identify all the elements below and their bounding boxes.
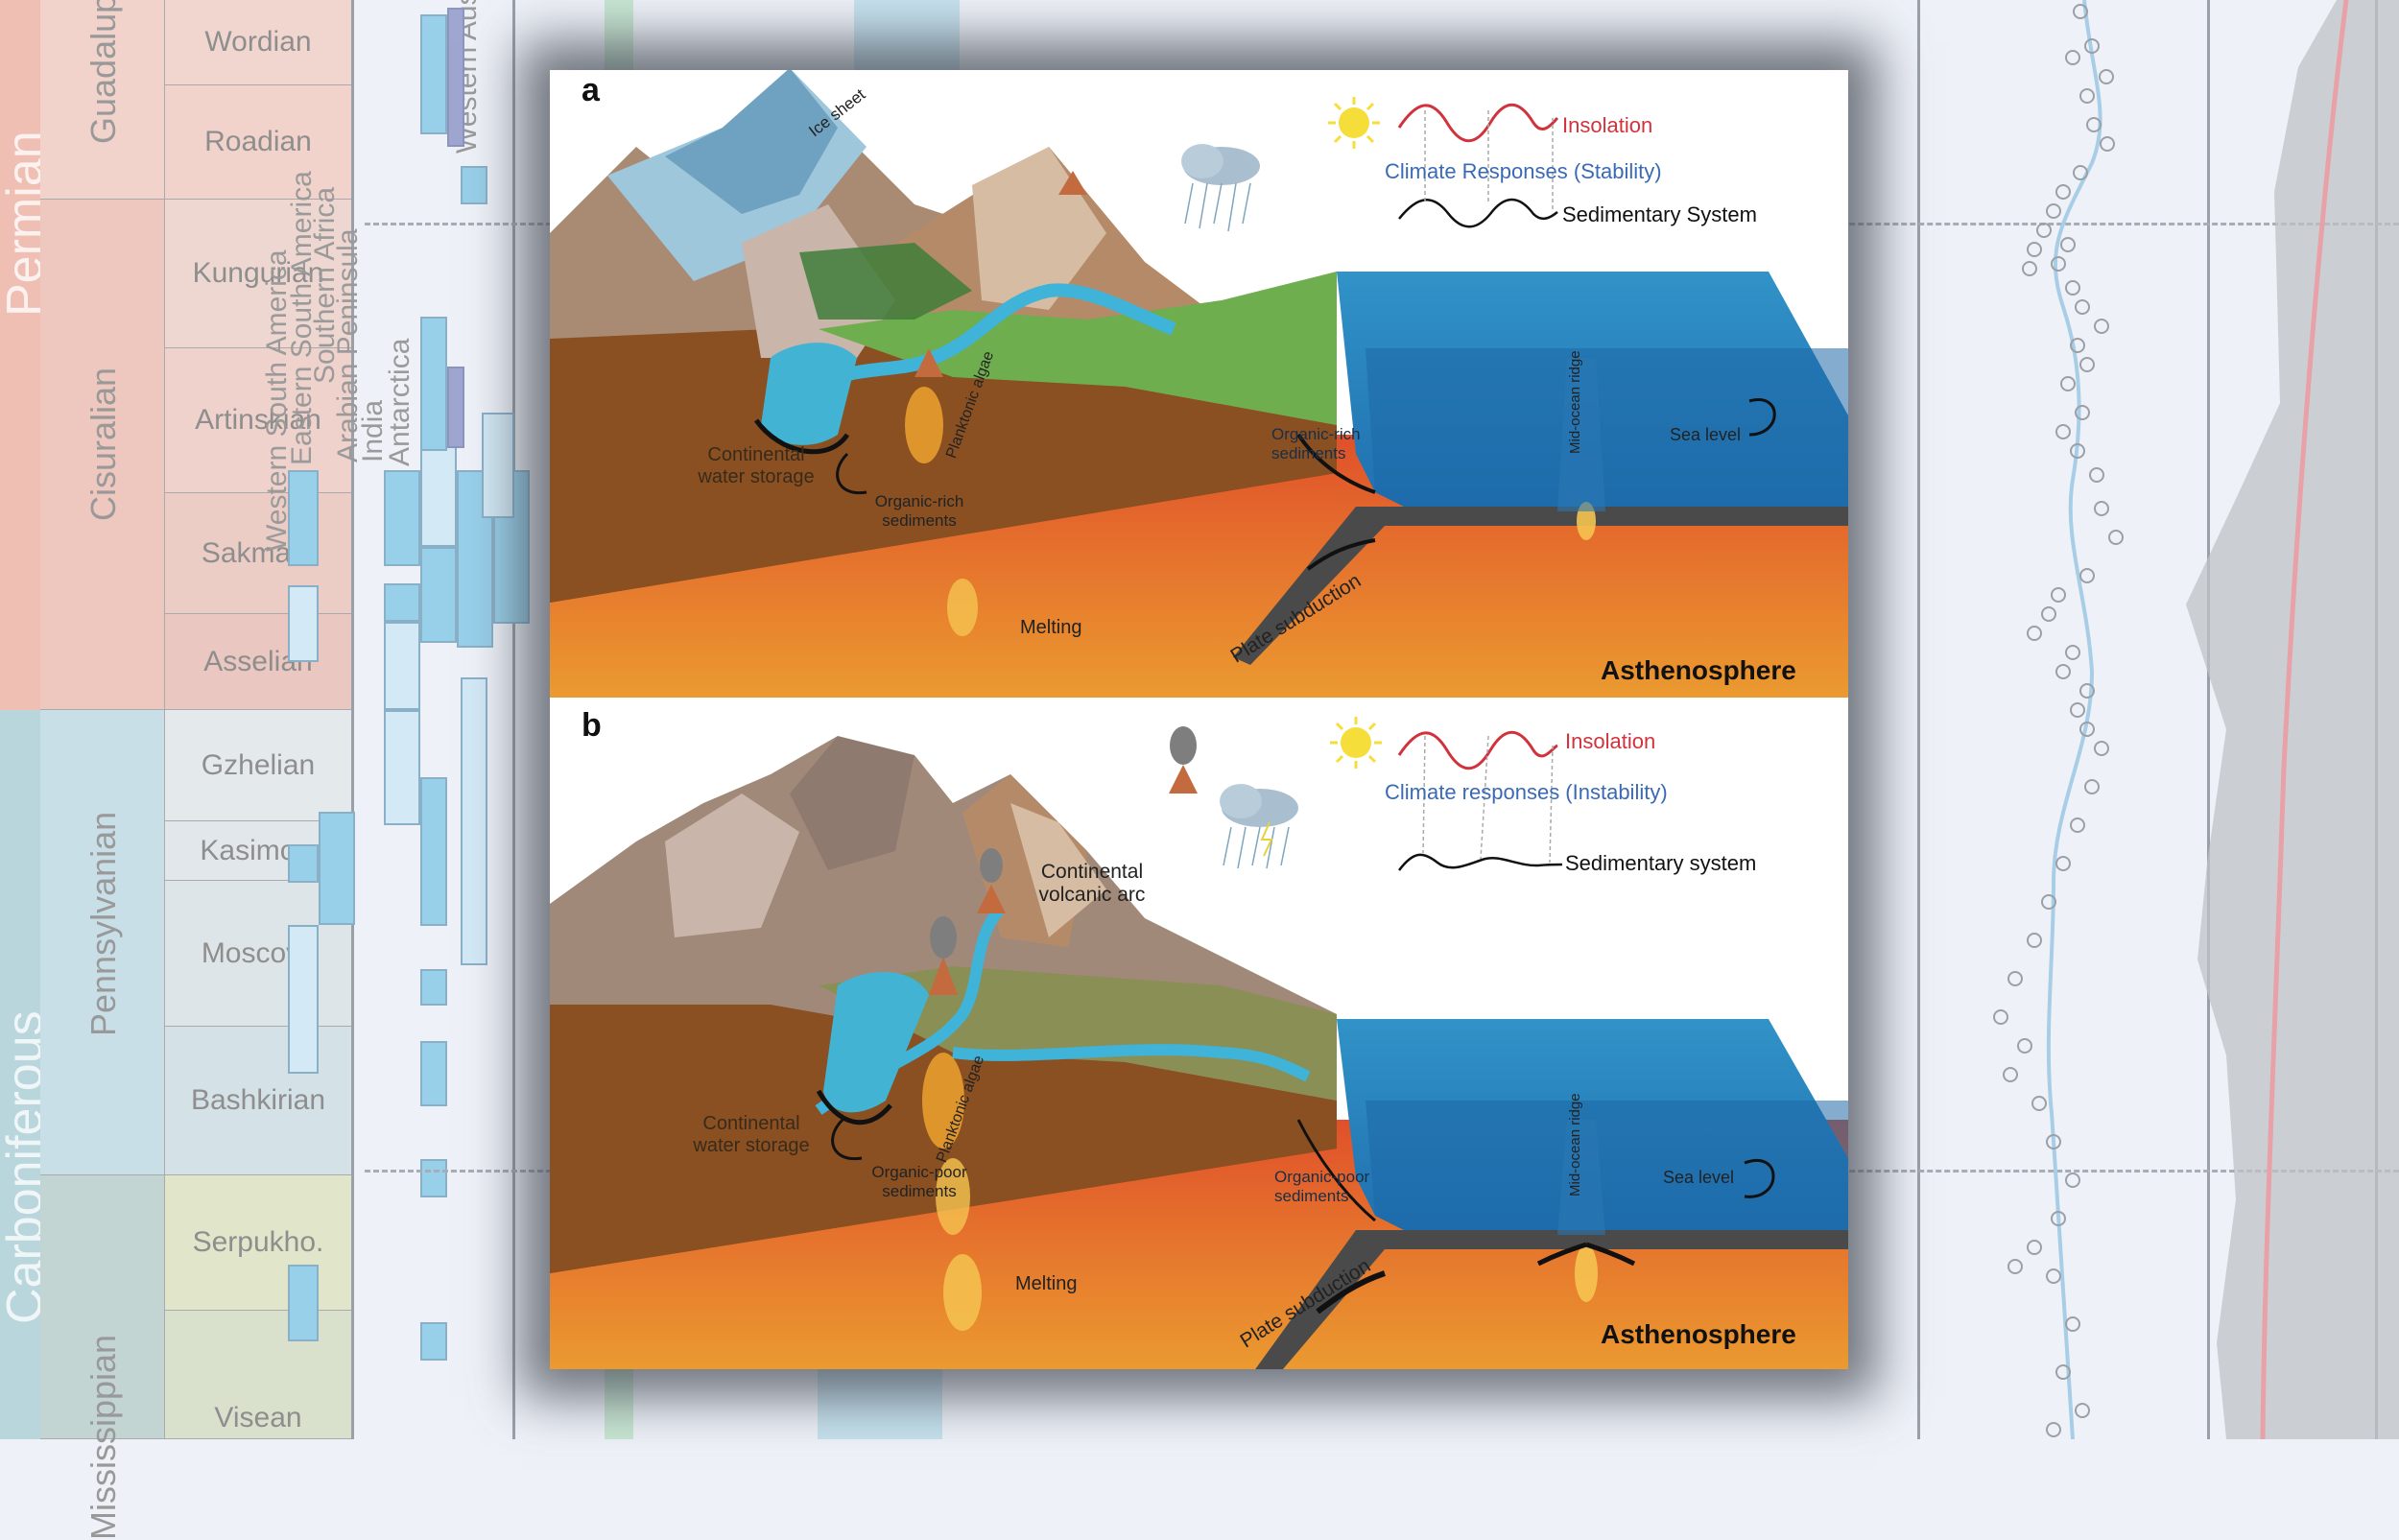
range-bar [288,470,319,566]
stage-label: Roadian [204,126,312,157]
range-bar [288,585,319,662]
label-mid-ocean-ridge: Mid-ocean ridge [1567,350,1583,454]
range-bar [461,677,487,965]
stage-label: Wordian [204,26,312,58]
range-bar [447,8,464,147]
stage-visean: Visean [165,1311,351,1439]
range-bar [447,367,464,448]
range-bar [288,1265,319,1341]
label-mid-ocean-ridge: Mid-ocean ridge [1567,1093,1583,1196]
column-divider [512,0,515,1439]
range-bar [420,777,447,926]
panel-b: b Insolation Climate responses (Instabil… [550,698,1848,1369]
label-organic-sediments-shelf: Organic-poor sediments [1274,1168,1370,1205]
label-asthenosphere: Asthenosphere [1601,1319,1796,1349]
epoch-guadalupian: Guadalupian [40,0,165,200]
range-bar [420,1159,447,1197]
range-bar [420,317,447,451]
label-melting: Melting [1015,1273,1078,1294]
range-bar [288,925,319,1074]
stage-label: Artinskian [195,404,321,436]
stage-asselian: Asselian [165,614,351,710]
label-organic-sediments-lake: Organic-rich sediments [874,492,964,530]
panel-letter-a: a [582,72,600,108]
label-sea-level: Sea level [1670,425,1742,444]
stage-wordian: Wordian [165,0,351,85]
range-bar [420,1322,447,1361]
panel-a-illustration [550,70,1848,698]
range-bar [420,14,447,134]
label-asthenosphere: Asthenosphere [1601,655,1796,685]
panel-b-illustration [550,717,1848,1369]
range-bar [288,844,319,883]
epoch-cisuralian: Cisuralian [40,200,165,710]
rain-cloud-icon [1181,144,1260,232]
panel-letter-b: b [582,707,602,744]
legend-sedimentary-system: Sedimentary system [1565,851,1757,875]
stage-moscovian: Moscovi. [165,881,351,1027]
legend-insolation: Insolation [1565,729,1656,753]
legend-insolation: Insolation [1562,113,1653,137]
stage-label: Kungurian [192,257,324,289]
geology-figure: a Insolation Climate Responses (Stabilit… [550,70,1848,1369]
legend-climate-responses: Climate responses (Instability) [1385,780,1668,804]
range-bar [420,1041,447,1106]
storm-cloud-icon [1220,784,1298,869]
range-bar [384,710,420,825]
range-bar [420,969,447,1006]
epoch-pennsylvanian: Pennsylvanian [40,710,165,1175]
column-divider [1917,0,1920,1439]
stage-roadian: Roadian [165,85,351,200]
label-continental-water-storage: Continental water storage [693,1113,810,1156]
label-organic-sediments-shelf: Organic-rich sediments [1271,425,1361,462]
epoch-mississippian: Mississippian [40,1175,165,1540]
label-organic-sediments-lake: Organic-poor sediments [871,1163,967,1200]
stage-label: Gzhelian [201,748,316,781]
range-bar [461,166,487,204]
range-bar [420,547,457,643]
label-sea-level: Sea level [1663,1168,1735,1187]
column-divider [2207,0,2210,1439]
label-continental-water-storage: Continental water storage [698,444,815,487]
range-bar [482,413,514,518]
stage-bashkirian: Bashkirian [165,1027,351,1175]
background-curves [605,0,2399,1439]
sun-icon [1328,97,1380,149]
panel-a: a Insolation Climate Responses (Stabilit… [550,70,1848,698]
range-bar [319,812,355,925]
range-bar [384,470,420,566]
label-melting: Melting [1020,617,1082,638]
volcano-icon [929,726,1198,995]
stage-serpukhovian: Serpukho. [165,1175,351,1311]
legend-climate-responses: Climate Responses (Stability) [1385,159,1662,183]
stage-gzhelian: Gzhelian [165,710,351,821]
stage-artinskian: Artinskian [165,348,351,493]
stage-kungurian: Kungurian [165,200,351,348]
stage-label: Serpukho. [192,1226,324,1258]
legend-sedimentary-system: Sedimentary System [1562,202,1757,226]
range-bar [384,622,420,710]
range-bar [384,583,420,622]
period-carboniferous: Carboniferous [0,710,53,1439]
stage-label: Bashkirian [190,1084,326,1116]
sun-icon [1330,717,1382,769]
stage-label: Visean [214,1402,302,1433]
column-divider [351,0,354,1439]
label-continental-volcanic-arc: Continental volcanic arc [1038,861,1146,907]
